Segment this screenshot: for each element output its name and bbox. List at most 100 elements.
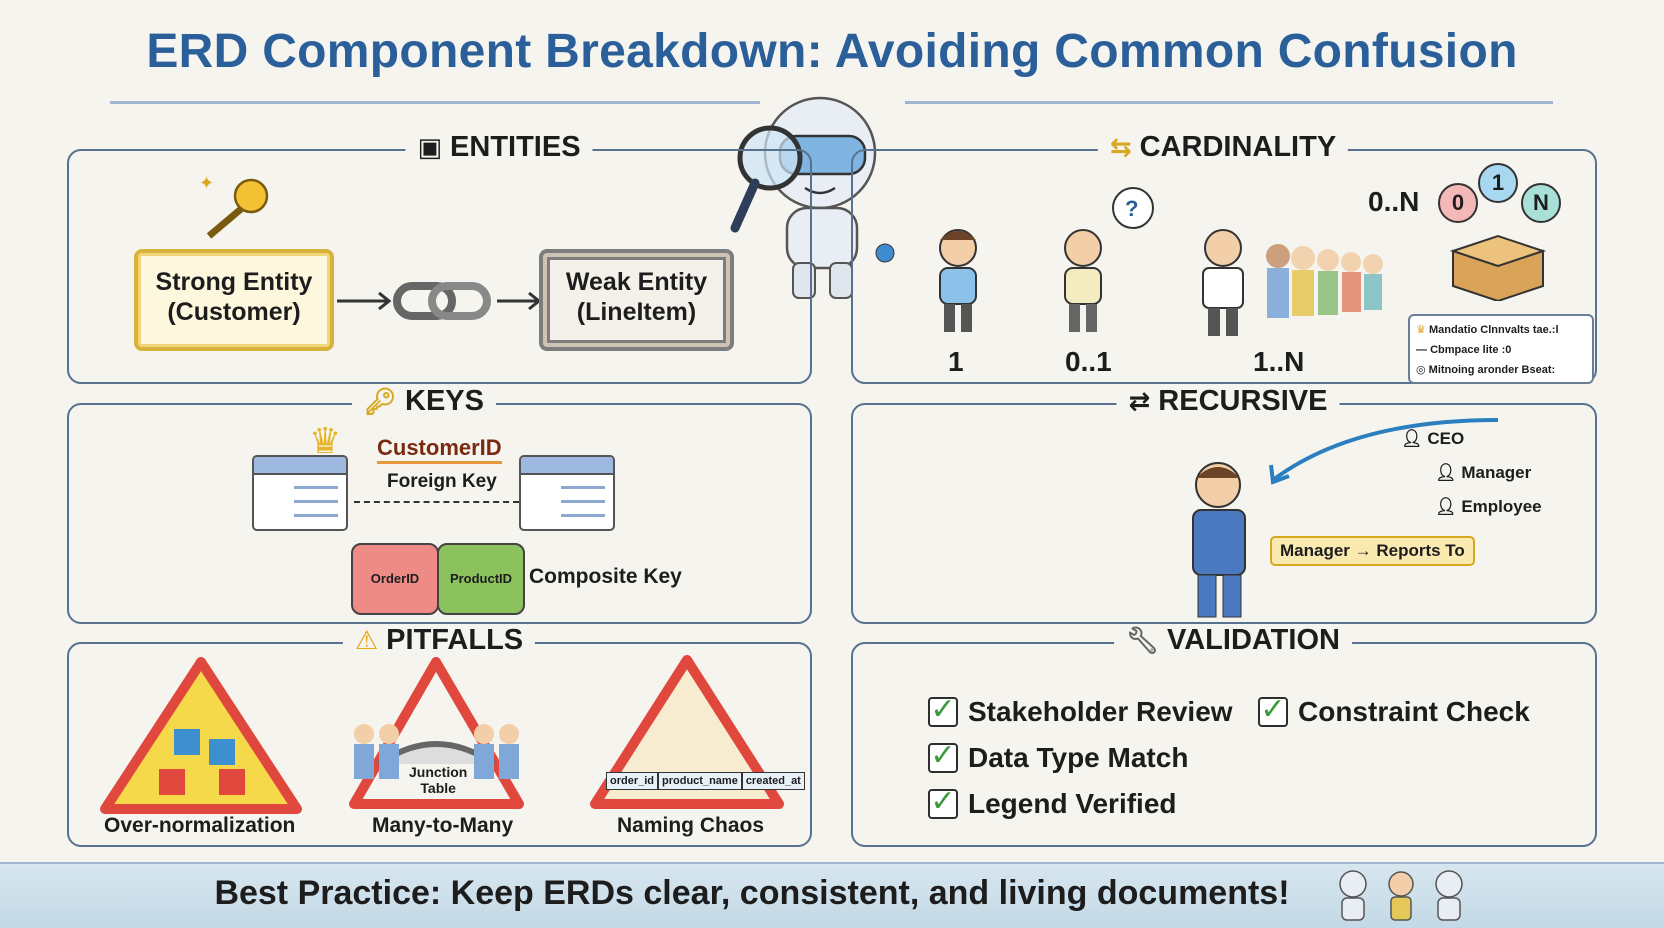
recursive-relation-label: Manager → Reports To xyxy=(1270,536,1475,566)
parent-table-icon xyxy=(252,455,348,531)
checkbox-checked-icon: ✓ xyxy=(1258,695,1288,727)
entity-box-icon: ▣ xyxy=(417,132,443,162)
naming-chaos-triangle-icon xyxy=(590,655,784,809)
entities-title: ▣ENTITIES xyxy=(405,131,593,164)
footer-band xyxy=(0,862,1664,928)
ceo-label: 👤︎ CEO xyxy=(1401,429,1464,449)
keys-title: 🔑︎KEYS xyxy=(352,385,496,418)
recursive-arrows-icon: ⇄ xyxy=(1128,386,1151,416)
primary-key-label: CustomerID xyxy=(377,435,502,464)
person-one-icon xyxy=(939,229,977,332)
checkbox-checked-icon: ✓ xyxy=(928,695,958,727)
weak-entity-sublabel: (LineItem) xyxy=(576,298,697,326)
cardinality-title-text: CARDINALITY xyxy=(1139,131,1337,163)
title-divider-left xyxy=(110,101,760,104)
recursive-panel: ⇄RECURSIVE 👤︎ CEO 👤︎ Manager 👤︎ Employee… xyxy=(851,385,1597,624)
junction-bridge-icon xyxy=(349,657,524,809)
footer-best-practice: Best Practice: Keep ERDs clear, consiste… xyxy=(214,874,1290,912)
junction-line2: Table xyxy=(420,780,456,796)
svg-text:?: ? xyxy=(1125,196,1138,221)
cardinality-icon: ⇆ xyxy=(1109,132,1132,162)
pitfall-naming-chaos: Naming Chaos xyxy=(617,814,765,837)
robot-mascot-icon xyxy=(730,96,895,299)
column-chip: created_at xyxy=(741,772,805,790)
cardinality-title: ⇆CARDINALITY xyxy=(1097,131,1349,164)
manager-label: 👤︎ Manager xyxy=(1435,463,1531,483)
cardinality-one-many-label: 1..N xyxy=(1253,346,1305,377)
check-label: Data Type Match xyxy=(968,742,1189,773)
identifying-relationship-chain-icon xyxy=(337,282,542,320)
open-box-icon xyxy=(1449,234,1547,301)
cardinality-panel: ⇆CARDINALITY 1 ? 0..1 1..N 0..N 0 1 N ♛ … xyxy=(851,131,1597,384)
checkbox-checked-icon: ✓ xyxy=(928,787,958,819)
check-constraint-check: ✓ Constraint Check xyxy=(1258,695,1530,728)
foreign-key-label: Foreign Key xyxy=(387,471,497,492)
legend-text: Mitnoing aronder Bseat: xyxy=(1428,364,1556,376)
cardinality-zero-one-label: 0..1 xyxy=(1065,346,1112,377)
keys-panel: 🔑︎KEYS ♛ CustomerID Foreign Key OrderID … xyxy=(67,385,812,624)
validation-panel: 🔧︎VALIDATION ✓ Stakeholder Review ✓ Constr… xyxy=(851,624,1597,847)
naming-columns: order_id product_name created_at xyxy=(606,772,805,790)
pitfalls-title: ⚠PITFALLS xyxy=(342,624,536,657)
check-label: Legend Verified xyxy=(968,788,1177,819)
key-sparkle-icon: ✦ xyxy=(199,173,269,239)
legend-item: ◎ Mitnoing aronder Bseat: xyxy=(1416,364,1556,376)
puzzle-warning-triangle-icon xyxy=(100,657,302,814)
strong-entity-sublabel: (Customer) xyxy=(167,298,301,326)
validation-title-text: VALIDATION xyxy=(1167,624,1340,656)
puzzle-piece-product: ProductID xyxy=(437,543,525,615)
ceo-icon: 👤︎ xyxy=(1401,429,1423,448)
entities-panel: ▣ENTITIES ✦ Strong Entity (Customer) Wea… xyxy=(67,131,812,384)
ceo-text: CEO xyxy=(1427,429,1465,448)
weak-entity-box: Weak Entity (LineItem) xyxy=(539,249,734,351)
legend-text: Cbmpace lite :0 xyxy=(1430,344,1512,356)
recursive-title-text: RECURSIVE xyxy=(1158,385,1328,417)
legend-item: ♛ Mandatio Clnnvalts tae.:l xyxy=(1416,324,1559,336)
bubble-zero: 0 xyxy=(1438,183,1478,223)
strong-entity-box: Strong Entity (Customer) xyxy=(134,249,334,351)
puzzle-piece-order: OrderID xyxy=(351,543,439,615)
legend-text: Mandatio Clnnvalts tae.:l xyxy=(1428,324,1559,336)
pitfall-many-to-many: Many-to-Many xyxy=(372,814,514,837)
mascots-icon xyxy=(1339,870,1463,921)
manager-text: Manager xyxy=(1461,463,1532,482)
page-title: ERD Component Breakdown: Avoiding Common… xyxy=(146,25,1518,78)
cardinality-zero-many-label: 0..N xyxy=(1368,186,1420,217)
check-label: Constraint Check xyxy=(1298,696,1530,727)
junction-line1: Junction xyxy=(409,764,468,780)
title-divider-right xyxy=(905,101,1553,104)
person-many-icon xyxy=(1202,229,1383,336)
keys-title-text: KEYS xyxy=(405,385,484,417)
check-label: Stakeholder Review xyxy=(968,696,1233,727)
reports-to-arrow xyxy=(1269,418,1499,485)
entities-title-text: ENTITIES xyxy=(450,131,581,163)
pitfall-over-normalization: Over-normalization xyxy=(104,814,296,837)
cardinality-legend: ♛ Mandatio Clnnvalts tae.:l — Cbmpace li… xyxy=(1408,314,1594,384)
check-legend-verified: ✓ Legend Verified xyxy=(928,787,1177,820)
child-table-icon xyxy=(519,455,615,531)
composite-key-label: Composite Key xyxy=(529,565,682,588)
foreign-key-arrow xyxy=(354,501,519,503)
strong-entity-label: Strong Entity xyxy=(155,268,313,296)
employee-icon: 👤︎ xyxy=(1435,497,1457,516)
bubble-many: N xyxy=(1521,183,1561,223)
legend-item: — Cbmpace lite :0 xyxy=(1416,344,1512,356)
checkbox-checked-icon: ✓ xyxy=(928,741,958,773)
warning-icon: ⚠ xyxy=(354,625,379,655)
key-icon: 🔑︎ xyxy=(364,386,398,416)
wrench-icon: 🔧︎ xyxy=(1126,625,1160,655)
bubble-one: 1 xyxy=(1478,163,1518,203)
pitfalls-title-text: PITFALLS xyxy=(386,624,524,656)
svg-text:✦: ✦ xyxy=(199,173,214,193)
column-chip: product_name xyxy=(658,772,742,790)
worker-person-icon xyxy=(1192,462,1246,618)
cardinality-one-label: 1 xyxy=(948,346,964,377)
person-question-icon: ? xyxy=(1064,187,1154,332)
column-chip: order_id xyxy=(606,772,659,790)
employee-label: 👤︎ Employee xyxy=(1435,497,1542,517)
recursive-title: ⇄RECURSIVE xyxy=(1116,385,1340,418)
employee-text: Employee xyxy=(1461,497,1542,516)
check-data-type-match: ✓ Data Type Match xyxy=(928,741,1189,774)
